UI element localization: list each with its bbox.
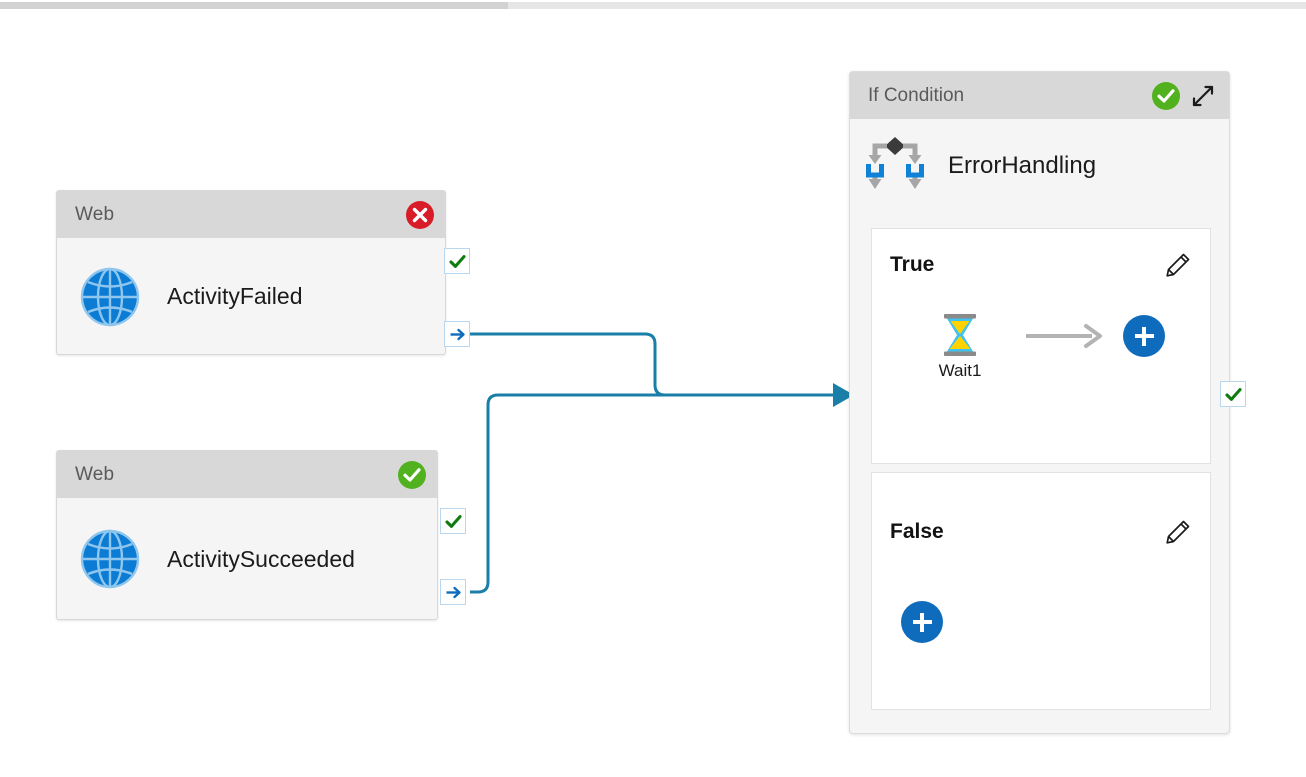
activity-header: Web — [57, 191, 445, 238]
branch-true-container: True — [871, 228, 1211, 464]
arrow-right-icon — [1024, 323, 1106, 354]
check-circle-icon — [1151, 81, 1181, 111]
pencil-icon[interactable] — [1164, 518, 1192, 546]
horizontal-scrollbar-thumb[interactable] — [0, 2, 508, 9]
branch-condition-icon — [864, 135, 926, 196]
activity-name-label: ActivitySucceeded — [167, 545, 355, 572]
globe-icon — [79, 528, 141, 590]
branch-false-label: False — [890, 520, 944, 543]
arrow-right-icon — [446, 586, 461, 598]
hourglass-icon — [941, 313, 979, 357]
horizontal-scrollbar-track[interactable] — [0, 2, 1306, 9]
add-activity-button-false[interactable] — [901, 601, 943, 643]
handle-completion-activityfailed[interactable] — [444, 321, 470, 347]
check-icon — [444, 514, 462, 528]
step-wait1-label: Wait1 — [938, 361, 982, 380]
branch-false-container: False — [871, 472, 1211, 710]
branch-true-label-row: True — [872, 229, 1210, 301]
add-activity-button-true[interactable] — [1123, 315, 1165, 357]
error-circle-icon — [405, 200, 435, 230]
activity-name-label: ActivityFailed — [167, 283, 303, 309]
check-icon — [448, 254, 466, 268]
if-condition-title-row: ErrorHandling — [850, 119, 1229, 210]
check-icon — [1224, 387, 1242, 401]
handle-success-activityfailed[interactable] — [444, 248, 470, 274]
activity-card-activityfailed[interactable]: Web — [56, 190, 446, 355]
branch-true-label: True — [890, 253, 935, 276]
collapse-arrows-icon[interactable] — [1189, 82, 1217, 110]
activity-body: ActivitySucceeded — [57, 498, 437, 620]
activity-type-label: Web — [75, 203, 115, 225]
step-wait1[interactable]: Wait1 — [924, 313, 996, 381]
globe-icon — [79, 266, 141, 328]
if-condition-activity-name: ErrorHandling — [948, 151, 1097, 179]
pencil-icon[interactable] — [1164, 251, 1192, 279]
activity-card-activitysucceeded[interactable]: Web — [56, 450, 438, 620]
activity-header: Web — [57, 451, 437, 498]
activity-type-label: Web — [75, 463, 115, 485]
check-circle-icon — [397, 460, 427, 490]
if-condition-panel[interactable]: If Condition — [849, 71, 1230, 734]
handle-completion-activitysucceeded[interactable] — [440, 579, 466, 605]
handle-success-activitysucceeded[interactable] — [440, 508, 466, 534]
if-condition-header: If Condition — [850, 72, 1229, 119]
activity-body: ActivityFailed — [57, 238, 445, 355]
wire-failed-to-if — [470, 332, 833, 397]
handle-success-if-condition[interactable] — [1220, 381, 1246, 407]
if-condition-type-label: If Condition — [868, 84, 965, 106]
branch-false-label-row: False — [872, 473, 1210, 591]
arrow-right-icon — [450, 328, 465, 340]
wire-succeeded-to-if — [470, 393, 833, 594]
